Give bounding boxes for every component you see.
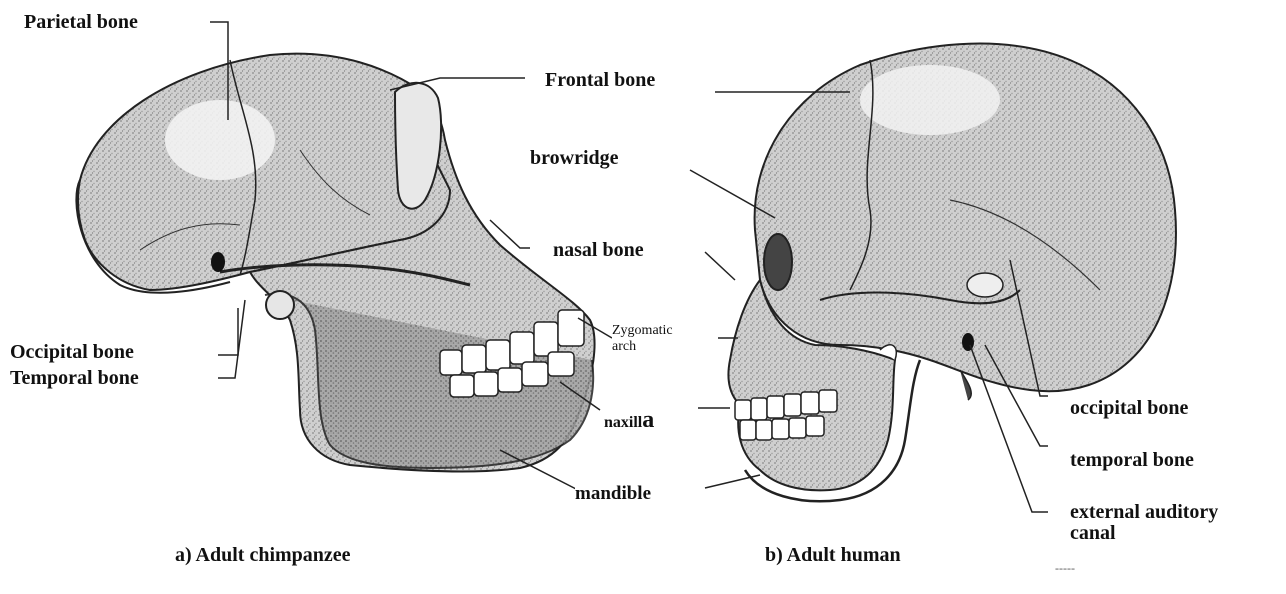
caption-chimpanzee: a) Adult chimpanzee: [175, 545, 351, 566]
human-skull: [728, 44, 1175, 502]
label-mandible: mandible: [575, 484, 651, 504]
leader-mandible-right: [705, 475, 760, 488]
label-external-auditory-canal: external auditory canal: [1070, 502, 1218, 544]
leader-nasal-right: [705, 252, 735, 280]
label-zygomatic-line2: arch: [612, 339, 673, 355]
label-occipital-bone-right: occipital bone: [1070, 398, 1188, 419]
label-occipital-bone-left: Occipital bone: [10, 342, 134, 363]
label-maxilla: naxilla: [604, 408, 654, 433]
chimpanzee-skull: [76, 54, 594, 472]
leader-occipital-left: [218, 308, 238, 355]
label-external-auditory-line2: canal: [1070, 523, 1218, 544]
label-zygomatic-arch: Zygomatic arch: [612, 323, 673, 355]
leader-temporal-left: [218, 300, 245, 378]
caption-human: b) Adult human: [765, 545, 901, 566]
label-frontal-bone-text: Frontal bone: [545, 70, 655, 91]
label-parietal-bone: Parietal bone: [24, 12, 138, 33]
label-external-auditory-line1: external auditory: [1070, 502, 1218, 523]
label-temporal-bone-right: temporal bone: [1070, 450, 1194, 471]
label-maxilla-prefix: naxill: [604, 414, 642, 431]
label-maxilla-suffix: a: [642, 407, 654, 433]
label-temporal-bone-left: Temporal bone: [10, 368, 139, 389]
label-nasal-bone: nasal bone: [553, 240, 644, 261]
stray-mark-1: -----: [1055, 561, 1075, 575]
label-browridge: browridge: [530, 148, 619, 169]
chimp-parietal-highlight: [165, 100, 275, 180]
label-zygomatic-line1: Zygomatic: [612, 323, 673, 339]
